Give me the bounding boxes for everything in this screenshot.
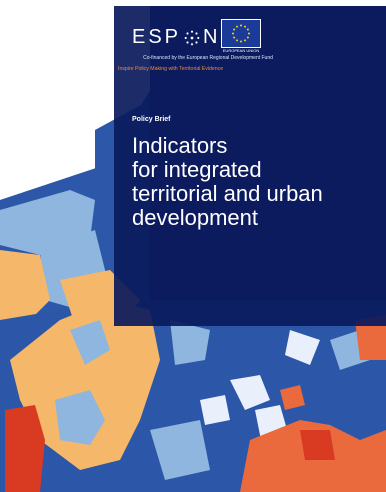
title-line: development <box>132 205 258 230</box>
eu-caption: EUROPEAN UNION <box>222 48 260 53</box>
espon-logo-icon <box>184 30 200 45</box>
espon-logo-text-right: N <box>203 26 221 48</box>
document-title: Indicators for integrated territorial an… <box>132 134 377 230</box>
cofinanced-note: Co-financed by the European Regional Dev… <box>143 55 273 61</box>
eu-flag-icon <box>221 19 261 48</box>
title-line: Indicators <box>132 133 228 158</box>
title-line: for integrated <box>132 157 262 182</box>
title-panel: ESP N EUROPEAN UNION Co-financed by <box>114 6 386 326</box>
document-type-label: Policy Brief <box>132 116 171 123</box>
espon-logo: ESP N <box>132 26 220 49</box>
espon-logo-text-left: ESP <box>132 26 182 48</box>
tagline: Inspire Policy Making with Territorial E… <box>118 66 224 72</box>
title-line: territorial and urban <box>132 181 323 206</box>
